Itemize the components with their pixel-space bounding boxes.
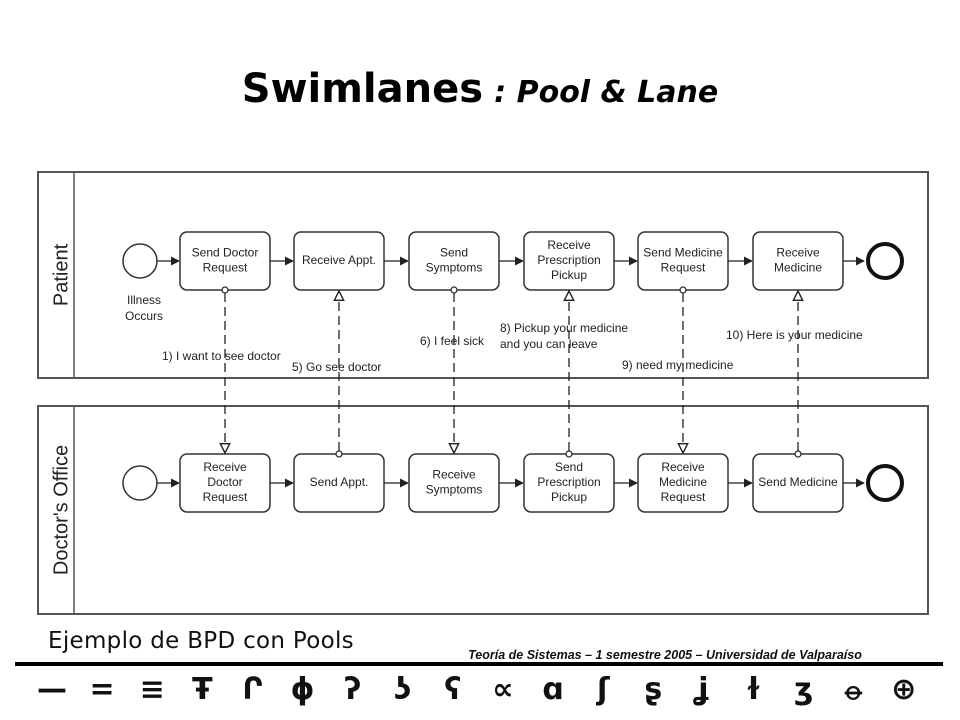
glyph-symbol: ɑ (542, 672, 564, 707)
glyph-symbol: ʒ (794, 672, 814, 707)
task-label: Receive Appt. (302, 253, 376, 267)
task-label: Send Appt. (310, 475, 369, 489)
glyph-symbol: ϕ (290, 672, 315, 707)
task-label: Send Medicine (758, 475, 838, 489)
message-source (450, 286, 458, 294)
glyph-symbol: ʝ (698, 672, 709, 707)
message-label: 10) Here is your medicine (726, 328, 863, 342)
slide-footer: Teoría de Sistemas – 1 semestre 2005 – U… (468, 648, 862, 662)
glyph-symbol: ≡ (139, 672, 165, 707)
message-source (335, 450, 343, 458)
glyph-symbol: ʔ (344, 672, 362, 707)
message-source (679, 286, 687, 294)
glyph-symbol: = (89, 672, 115, 707)
message-label: 5) Go see doctor (292, 360, 381, 374)
end-event (866, 242, 904, 280)
pool-office (37, 405, 929, 615)
pool-label: Doctor's Office (50, 445, 72, 575)
glyph-symbol: Ր (242, 672, 263, 707)
title-main: Swimlanes (241, 66, 484, 112)
message-label: 1) I want to see doctor (162, 349, 281, 363)
glyph-symbol: ʂ (644, 672, 663, 707)
footer-rule (15, 662, 943, 666)
end-event (866, 464, 904, 502)
glyph-symbol: ʃ (596, 672, 610, 707)
title-subtitle: : Pool & Lane (494, 75, 719, 110)
message-label: 6) I feel sick (420, 334, 485, 348)
start-event (122, 465, 158, 501)
glyph-symbol: ∝ (492, 672, 514, 707)
glyph-symbol: — (37, 672, 67, 707)
message-label: 9) need my medicine (622, 358, 734, 372)
message-source (794, 450, 802, 458)
pool-patient (37, 171, 929, 379)
glyph-symbol: ʕ (444, 672, 462, 707)
start-event (122, 243, 158, 279)
glyph-symbol: ⦵ (841, 672, 867, 707)
slide-title: Swimlanes : Pool & Lane (0, 66, 960, 112)
glyph-symbol: ʖ (394, 672, 412, 707)
message-source (221, 286, 229, 294)
message-source (565, 450, 573, 458)
pool-label: Patient (50, 243, 72, 306)
slide-caption: Ejemplo de BPD con Pools (48, 628, 354, 654)
glyph-symbol: ɫ (745, 672, 762, 707)
glyph-symbol: ⊕ (891, 672, 917, 707)
glyph-symbol: Ŧ (192, 672, 213, 707)
